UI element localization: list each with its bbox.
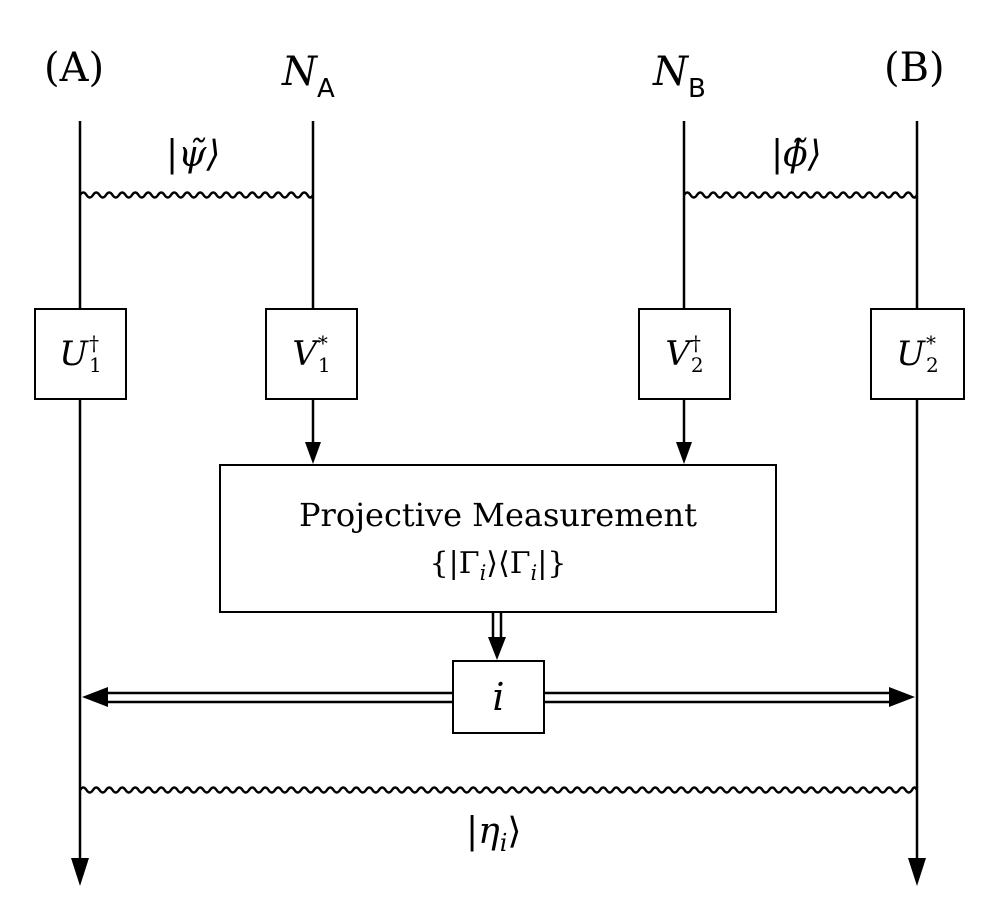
gate-v2-sup: † [690, 331, 701, 355]
gate-u1-sub: 1 [88, 353, 102, 377]
gate-u1-dagger: U†1 [34, 308, 127, 400]
gate-u1-sup: † [88, 331, 99, 355]
party-b-label: (B) [884, 45, 945, 91]
measurement-title: Projective Measurement [299, 496, 697, 534]
measurement-set-sub2: i [530, 561, 538, 585]
measurement-set: {|Γi⟩⟨Γi|} [429, 546, 567, 585]
measurement-set-sub1: i [479, 561, 487, 585]
state-eta-open: | [466, 811, 479, 852]
node-a-sub: A [317, 74, 335, 104]
node-a-label: NA [282, 49, 335, 102]
gate-u2-sup: * [925, 331, 936, 355]
node-a-base: N [282, 49, 317, 95]
projective-measurement-box: Projective Measurement {|Γi⟩⟨Γi|} [219, 464, 777, 613]
gate-u2-sub: 2 [925, 353, 939, 377]
gate-v1-conj: V*1 [265, 308, 358, 400]
gate-v2-op: V [665, 334, 690, 374]
arrowhead-nb-down [676, 442, 692, 464]
arrowhead-classical-down [488, 637, 506, 660]
state-eta-var: η [478, 811, 500, 852]
outcome-box: i [452, 660, 545, 734]
gate-v1-op: V [292, 334, 317, 374]
measurement-set-mid: ⟩⟨Γ [486, 546, 531, 581]
arrowhead-a-bottom [71, 858, 89, 886]
gate-u1-op: U [59, 334, 88, 374]
node-b-sub: B [688, 74, 706, 104]
arrowhead-classical-right [889, 687, 915, 707]
gate-v1-sup: * [317, 331, 328, 355]
measurement-set-close: |} [537, 546, 567, 581]
state-eta-sub: i [499, 829, 508, 857]
gate-v2-dagger: V†2 [638, 308, 731, 400]
node-b-base: N [653, 49, 688, 95]
measurement-set-open: {|Γ [429, 546, 480, 581]
state-phi-label: |ϕ̃⟩ [771, 134, 822, 175]
arrowhead-b-bottom [908, 858, 926, 886]
state-eta-label: |ηi⟩ [466, 811, 522, 856]
node-b-label: NB [653, 49, 706, 102]
gate-u2-conj: U*2 [870, 308, 965, 400]
outcome-label: i [492, 675, 505, 719]
state-psi-label: |ψ̃⟩ [166, 134, 221, 175]
gate-v1-sub: 1 [317, 353, 331, 377]
arrowhead-na-down [305, 442, 321, 464]
arrowhead-classical-left [82, 687, 108, 707]
gate-v2-sub: 2 [690, 353, 704, 377]
state-eta-close: ⟩ [507, 811, 522, 852]
entanglement-eta-wavy [78, 786, 919, 794]
entanglement-phi-wavy [682, 191, 919, 199]
party-a-label: (A) [44, 45, 105, 91]
gate-u2-op: U [896, 334, 925, 374]
entanglement-psi-wavy [78, 191, 315, 199]
